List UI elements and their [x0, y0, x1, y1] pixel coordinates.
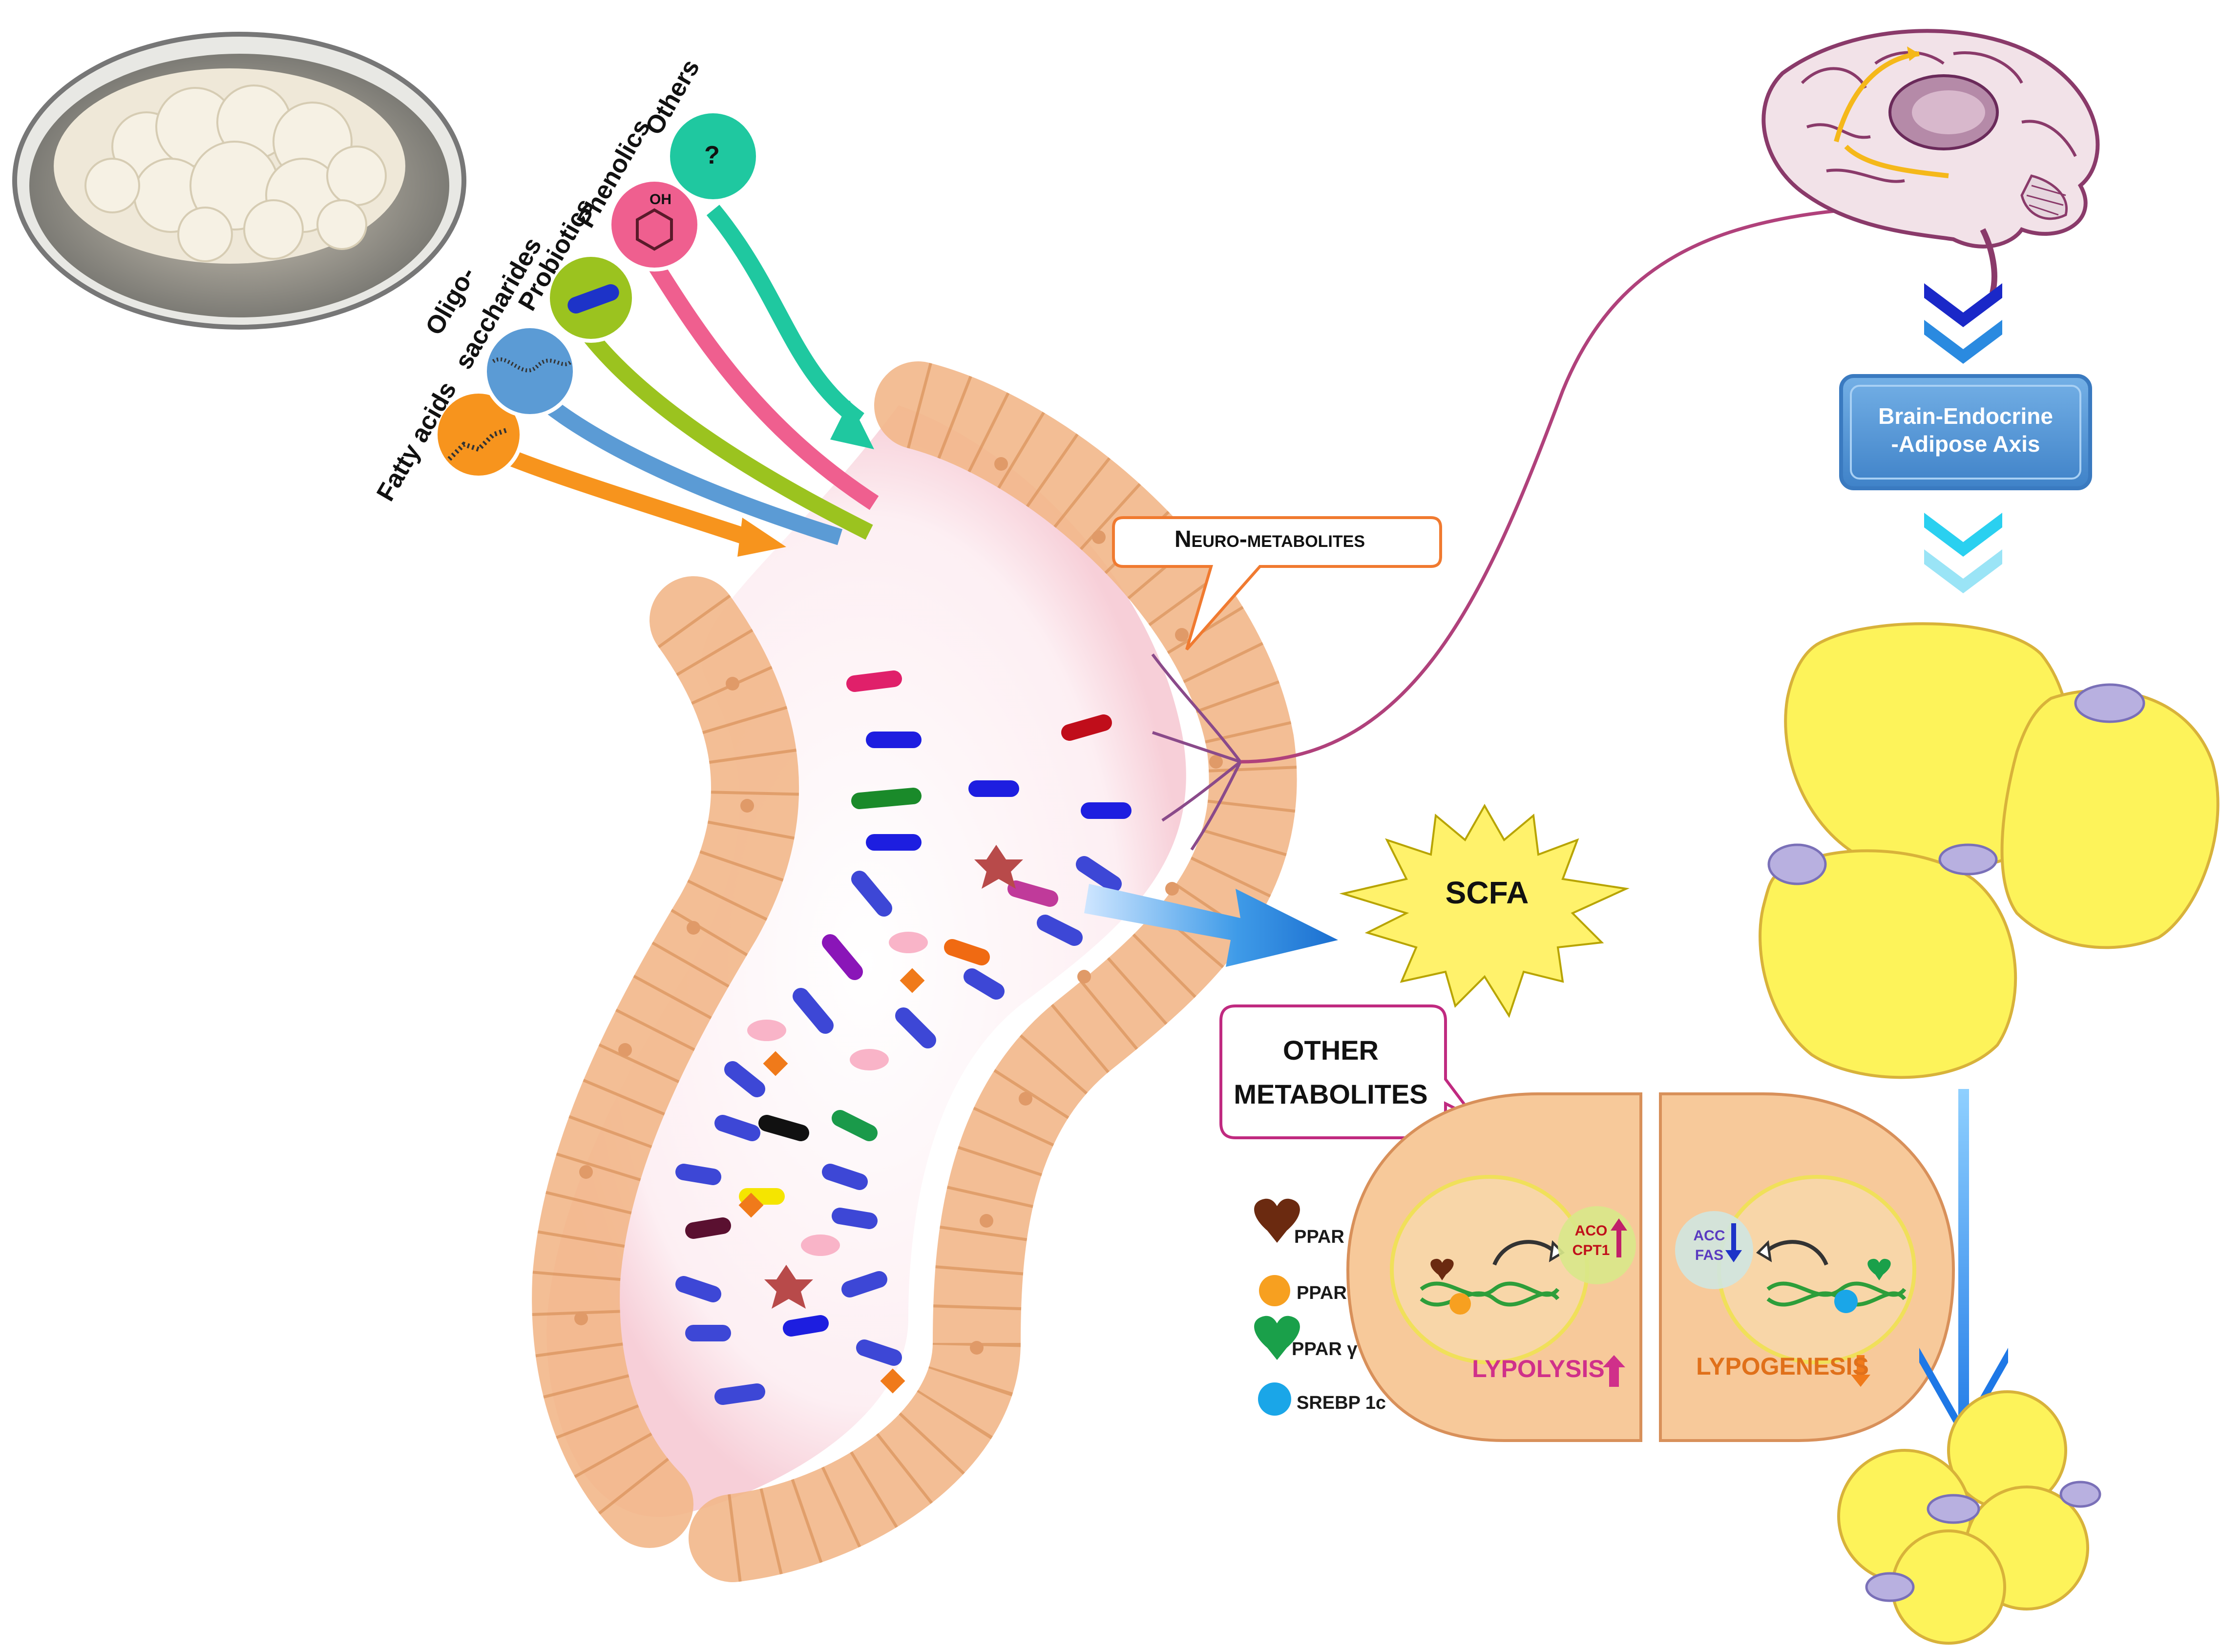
ppar-alpha-heart-icon [1254, 1198, 1300, 1243]
ribbon-arrowheads [737, 400, 874, 557]
oh-label: OH [650, 191, 671, 208]
lypogenesis-label: LYPOGENESIS [1696, 1353, 1869, 1380]
kefir-bowl [12, 32, 466, 330]
phenolics-ball [608, 178, 701, 272]
scfa-arrow [1084, 884, 1338, 967]
axis-line-2: -Adipose Axis [1891, 431, 2040, 457]
srebp-circle-icon [1258, 1382, 1291, 1416]
chevron-down-icon [1924, 283, 2002, 593]
large-adipocytes [1759, 622, 2220, 1079]
legend-srebp: SREBP 1c [1297, 1393, 1386, 1413]
split-cell [1346, 1092, 1955, 1442]
legend-ppar-gamma: PPAR γ [1292, 1339, 1357, 1359]
lypolysis-label: LYPOLYSIS [1472, 1355, 1604, 1382]
nerve-fibers [1151, 653, 1242, 851]
axis-box-inner [1850, 385, 2081, 480]
axis-line-1: Brain-Endocrine [1878, 403, 2053, 429]
intestine [532, 361, 1297, 1582]
cpt1-label: CPT1 [1572, 1242, 1610, 1258]
reduction-arrow [1919, 1089, 2008, 1450]
neuro-metabolites-label: Neuro-metabolites [1174, 526, 1365, 552]
fas-label: FAS [1695, 1247, 1723, 1263]
other-label: OTHER [1283, 1035, 1379, 1066]
ppar-gamma-heart-icon [1254, 1316, 1300, 1360]
compound-balls [434, 109, 760, 480]
others-ball [666, 109, 760, 203]
ppar-delta-circle-icon [1259, 1275, 1290, 1306]
small-adipocytes [1837, 1390, 2101, 1645]
aco-label: ACO [1575, 1223, 1608, 1239]
legend [1254, 1198, 1300, 1416]
neuro-callout [1112, 516, 1442, 650]
acc-label: ACC [1694, 1228, 1725, 1244]
metabolites-label: METABOLITES [1234, 1079, 1427, 1109]
others-question-mark: ? [704, 141, 720, 169]
down-arrow-icon [1725, 1223, 1742, 1262]
axis-box [1839, 374, 2092, 490]
up-arrow-icon [1611, 1218, 1627, 1257]
scfa-starburst [1339, 803, 1630, 1018]
bacteria-and-metabolites [675, 670, 1132, 1405]
neuro-pathway-arrow [1240, 185, 1989, 764]
fatty-acids-ball [434, 390, 524, 480]
brain [1761, 29, 2100, 294]
scfa-label: SCFA [1446, 875, 1529, 910]
